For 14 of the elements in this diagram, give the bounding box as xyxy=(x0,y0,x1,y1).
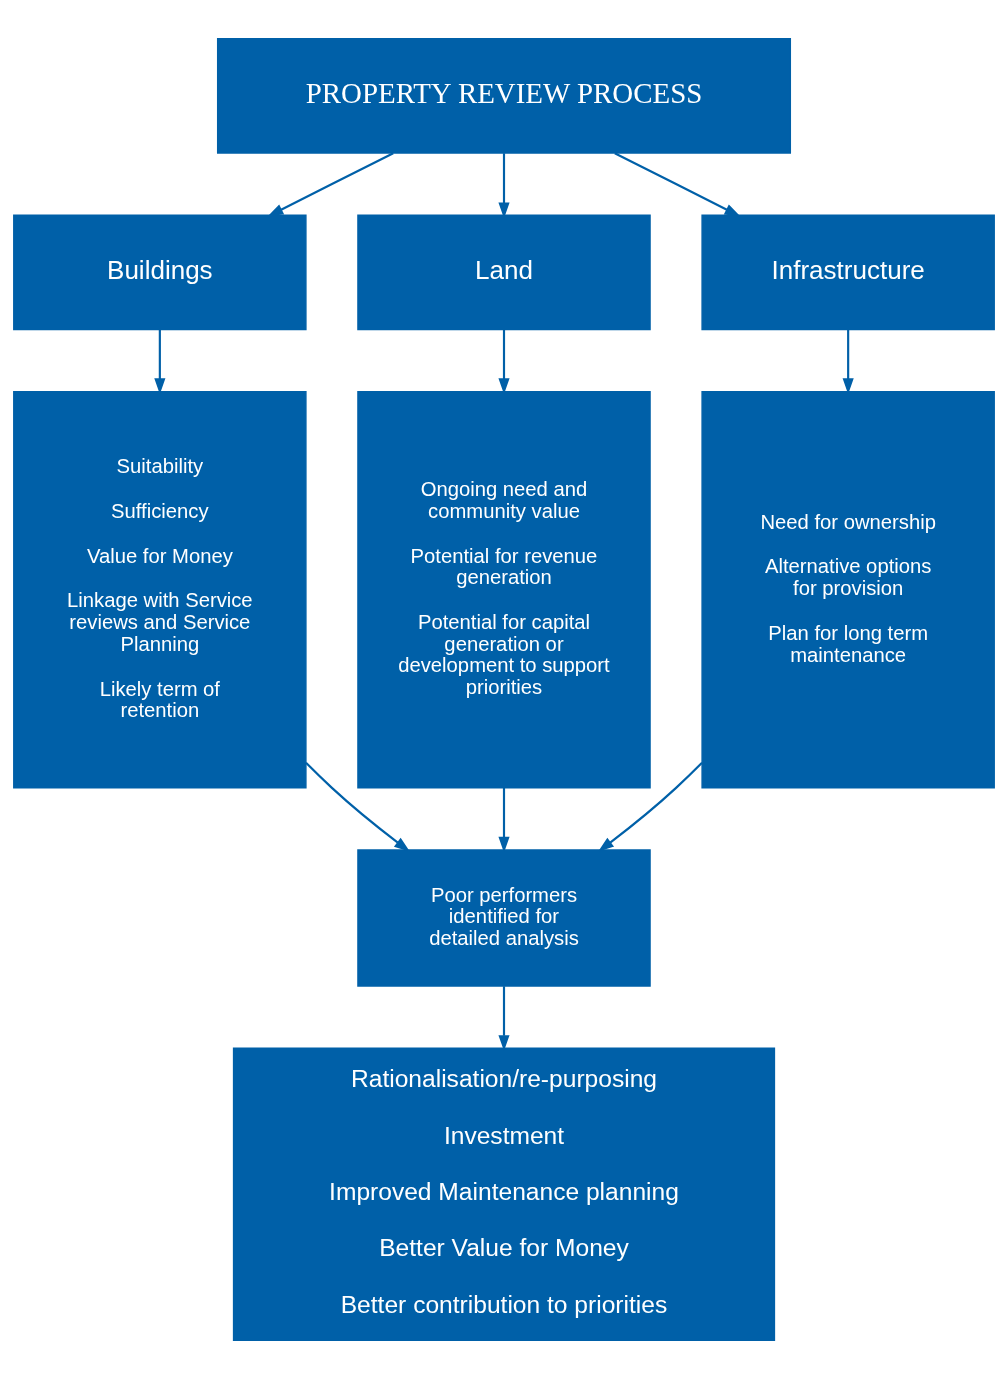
node-box: Suitability Sufficiency Value for Money Linkage with Service reviews and Service Planning Likely term of retention xyxy=(13,390,307,789)
arrow xyxy=(614,152,741,217)
arrow xyxy=(598,761,703,852)
node-box: Land xyxy=(357,214,651,331)
node-box: Poor performers identified for detailed analysis xyxy=(357,849,651,987)
arrow xyxy=(267,152,394,217)
node-box: Buildings xyxy=(13,214,307,331)
node-box: Infrastructure xyxy=(701,214,995,331)
node-box: Ongoing need and community value Potential for revenue generation Potential for capital generation or development to support priorities xyxy=(357,390,651,789)
node-box: Need for ownership Alternative options for provision Plan for long term maintenance xyxy=(701,390,995,789)
arrow xyxy=(305,761,410,852)
arrow xyxy=(498,787,510,853)
node-box: PROPERTY REVIEW PROCESS xyxy=(216,38,792,154)
node-box: Rationalisation/re-purposing Investment Improved Maintenance planning Better Value for Money Better contribution to priorities xyxy=(232,1047,776,1341)
